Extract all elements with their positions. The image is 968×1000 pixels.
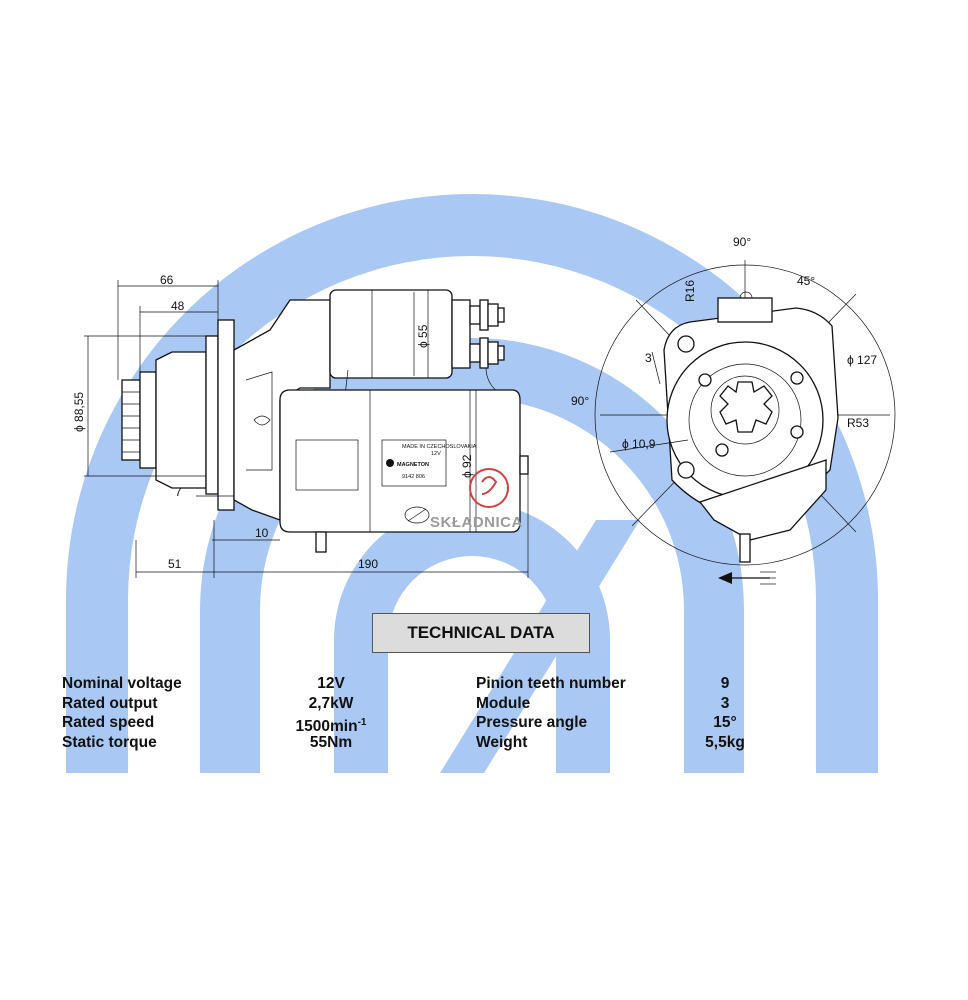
spec-label: Pressure angle xyxy=(476,714,588,731)
nameplate: MADE IN CZECHOSLOVAKIA MAGNETON 12V 9142… xyxy=(386,444,477,480)
spec-label: Nominal voltage xyxy=(62,675,182,692)
spec-label: Module xyxy=(476,694,531,712)
angle-90-left: 90° xyxy=(571,394,589,408)
spec-label: Rated output xyxy=(62,694,158,712)
spec-value: 55Nm xyxy=(309,733,353,751)
spec-value: 15° xyxy=(713,714,737,731)
starter-side-view xyxy=(121,289,529,553)
starter-end-view xyxy=(594,260,896,585)
spec-right-values: 9 3 15° 5,5kg xyxy=(690,674,760,752)
spec-label: Weight xyxy=(476,733,528,751)
dim-88-55: ϕ 88,55 xyxy=(72,392,86,432)
spec-label: Static torque xyxy=(62,733,157,751)
spec-label: Pinion teeth number xyxy=(476,675,626,692)
dim-127: ϕ 127 xyxy=(847,353,877,367)
technical-data-title: TECHNICAL DATA xyxy=(372,613,590,653)
dim-48: 48 xyxy=(171,299,185,313)
dim-190: 190 xyxy=(358,557,378,571)
dim-r53: R53 xyxy=(847,416,869,430)
spec-value-rated-speed: 1500min-1 xyxy=(295,717,367,736)
spec-label: Rated speed xyxy=(62,714,155,731)
spec-right-labels: Pinion teeth number Module Pressure angl… xyxy=(476,674,626,752)
angle-45: 45° xyxy=(797,274,815,288)
dim-51: 51 xyxy=(168,557,182,571)
spec-left-labels: Nominal voltage Rated output Rated speed… xyxy=(62,674,182,752)
svg-text:MAGNETON: MAGNETON xyxy=(397,462,429,468)
svg-text:12V: 12V xyxy=(431,451,441,457)
dim-10: 10 xyxy=(255,526,269,540)
dim-55: ϕ 55 xyxy=(416,324,430,348)
spec-value: 2,7kW xyxy=(308,694,354,712)
dimension-labels: 66 48 ϕ 88,55 7 10 51 190 ϕ 55 ϕ 92 90° … xyxy=(72,235,877,571)
spec-value: 9 xyxy=(720,675,730,692)
spec-value: 12V xyxy=(317,675,345,692)
dim-r16: R16 xyxy=(683,280,697,302)
side-dimensions xyxy=(84,280,529,578)
watermark-text: SKŁADNICA xyxy=(430,514,523,531)
dim-92: ϕ 92 xyxy=(460,454,474,478)
dim-7: 7 xyxy=(175,485,182,499)
angle-90-top: 90° xyxy=(733,235,751,249)
spec-value: 5,5kg xyxy=(705,733,745,751)
dim-3: 3 xyxy=(645,351,652,365)
svg-text:9142 806: 9142 806 xyxy=(402,474,425,480)
spec-value: 3 xyxy=(720,694,730,712)
watermark-logo: SKŁADNICA xyxy=(430,468,523,531)
dim-10-9: ϕ 10,9 xyxy=(622,437,656,451)
svg-text:MADE IN CZECHOSLOVAKIA: MADE IN CZECHOSLOVAKIA xyxy=(402,444,477,450)
spec-left-values: 12V 2,7kW 1500min-1 55Nm xyxy=(276,674,386,752)
dim-66: 66 xyxy=(160,273,174,287)
